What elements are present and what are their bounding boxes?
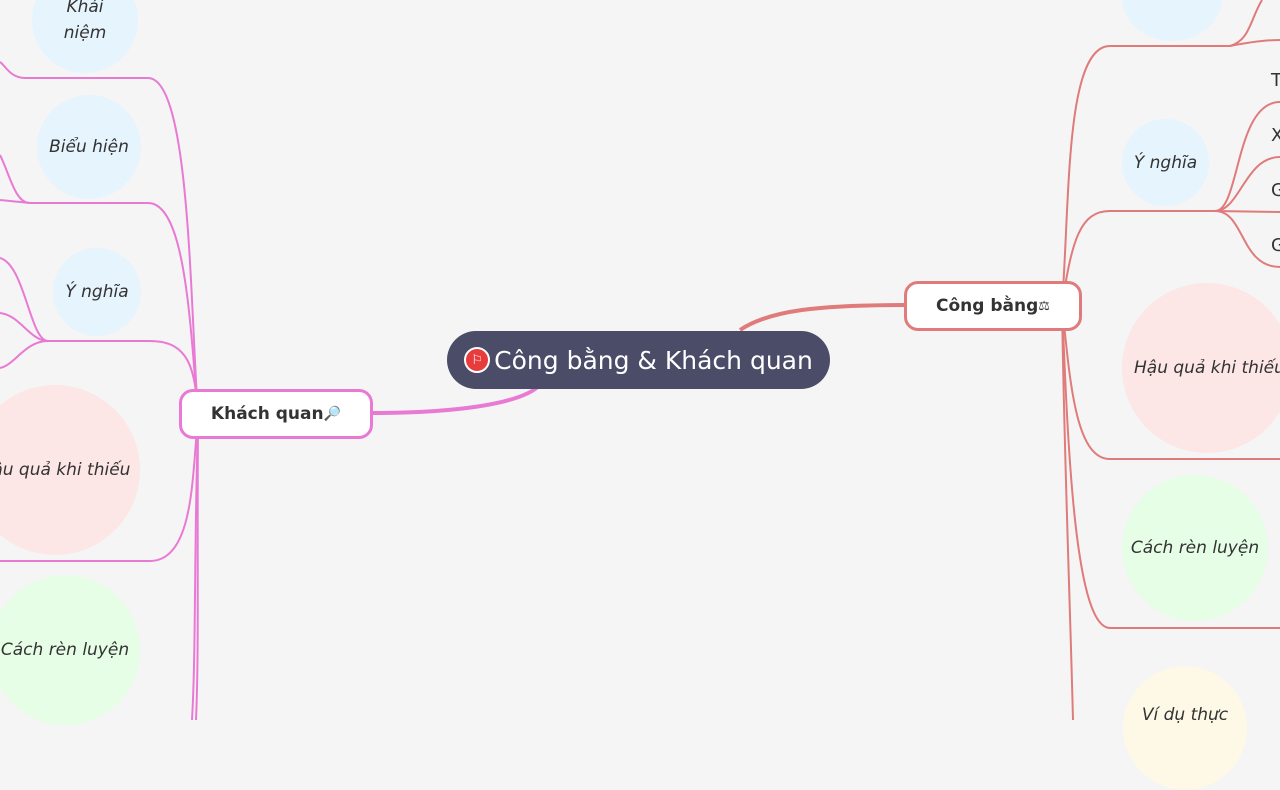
edge-y-nghia bbox=[0, 257, 199, 416]
node-hau-qua[interactable]: Hậu quả khi thiếu bbox=[0, 385, 140, 555]
node-label: Cách rèn luyện bbox=[1130, 538, 1260, 558]
root-label: Công bằng & Khách quan bbox=[494, 345, 813, 375]
leaf-fragment[interactable]: X bbox=[1271, 125, 1280, 146]
magnifier-icon: 🔎 bbox=[323, 406, 342, 422]
leaf-fragment[interactable]: G bbox=[1271, 235, 1280, 256]
node-bieu-hien[interactable]: Biểu hiện bbox=[37, 95, 141, 199]
branch-khach-quan[interactable]: Khách quan🔎 bbox=[179, 389, 373, 439]
branch-cong-bang[interactable]: Công bằng⚖ bbox=[904, 281, 1082, 331]
node-y-nghia-r[interactable]: Ý nghĩa bbox=[1122, 119, 1209, 206]
node-label: Ví dụ thực bbox=[1141, 705, 1229, 725]
edge-khai-niem bbox=[0, 61, 199, 416]
mindmap-connectors bbox=[0, 0, 1280, 720]
edge-root-khach-quan bbox=[371, 383, 542, 415]
node-label: Ý nghĩa bbox=[65, 282, 129, 302]
node-vi-du[interactable]: Ví dụ thực bbox=[1123, 666, 1247, 790]
node-hau-qua-r[interactable]: Hậu quả khi thiếu bbox=[1122, 283, 1280, 453]
flag-icon: ⚐ bbox=[464, 347, 491, 373]
root-node[interactable]: ⚐ Công bằng & Khách quan bbox=[447, 331, 830, 389]
leaf-fragment[interactable]: T bbox=[1271, 70, 1280, 91]
node-y-nghia[interactable]: Ý nghĩa bbox=[53, 248, 141, 336]
node-label: Hậu quả khi thiếu bbox=[1134, 358, 1280, 378]
branch-label: Công bằng bbox=[936, 296, 1039, 316]
leaf-fragment[interactable]: G bbox=[1271, 180, 1280, 201]
edge-bieu-hien bbox=[0, 154, 199, 416]
node-label: Hậu quả khi thiếu bbox=[0, 460, 131, 480]
branch-label: Khách quan bbox=[210, 404, 324, 424]
node-label: Ý nghĩa bbox=[1133, 152, 1198, 173]
edge-top bbox=[1061, 0, 1263, 306]
node-cach-ren-luyen-r[interactable]: Cách rèn luyện bbox=[1122, 475, 1268, 621]
edge-hau-qua bbox=[0, 419, 199, 562]
node-label: Khái niệm bbox=[63, 0, 107, 43]
edge-vi-du bbox=[1061, 304, 1074, 720]
edge-cach-ren-luyen-r bbox=[1061, 304, 1280, 629]
edge-root-cong-bang bbox=[738, 303, 906, 332]
scales-icon: ⚖ bbox=[1038, 298, 1050, 314]
node-cach-ren-luyen[interactable]: Cách rèn luyện bbox=[0, 575, 140, 725]
node-label: Biểu hiện bbox=[49, 137, 129, 157]
edge-cach-ren-luyen bbox=[191, 419, 199, 720]
node-label: Cách rèn luyện bbox=[0, 640, 130, 660]
edge-hau-qua-r bbox=[1061, 304, 1280, 460]
